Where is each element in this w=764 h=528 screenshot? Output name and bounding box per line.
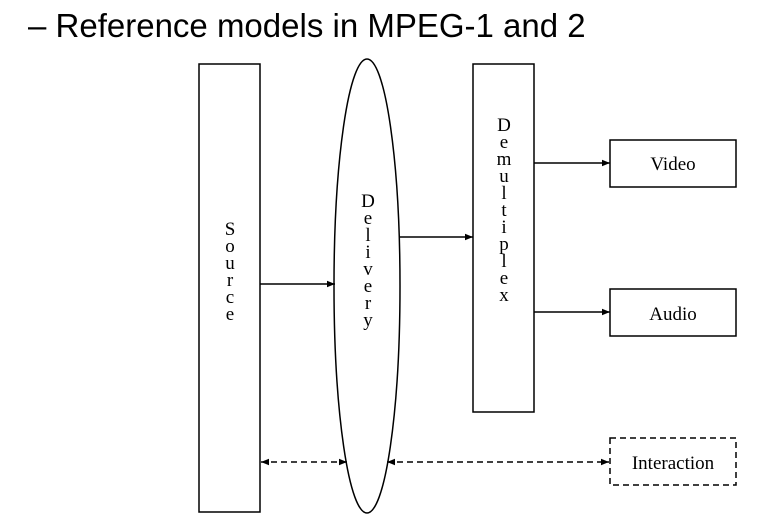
audio-label: Audio — [649, 304, 697, 325]
interaction-box — [609, 437, 737, 486]
page-title: – Reference models in MPEG-1 and 2 — [28, 7, 586, 44]
video-label: Video — [650, 154, 695, 175]
interaction-label: Interaction — [632, 453, 715, 474]
source-box — [198, 63, 261, 513]
demultiplex-box — [472, 63, 535, 413]
